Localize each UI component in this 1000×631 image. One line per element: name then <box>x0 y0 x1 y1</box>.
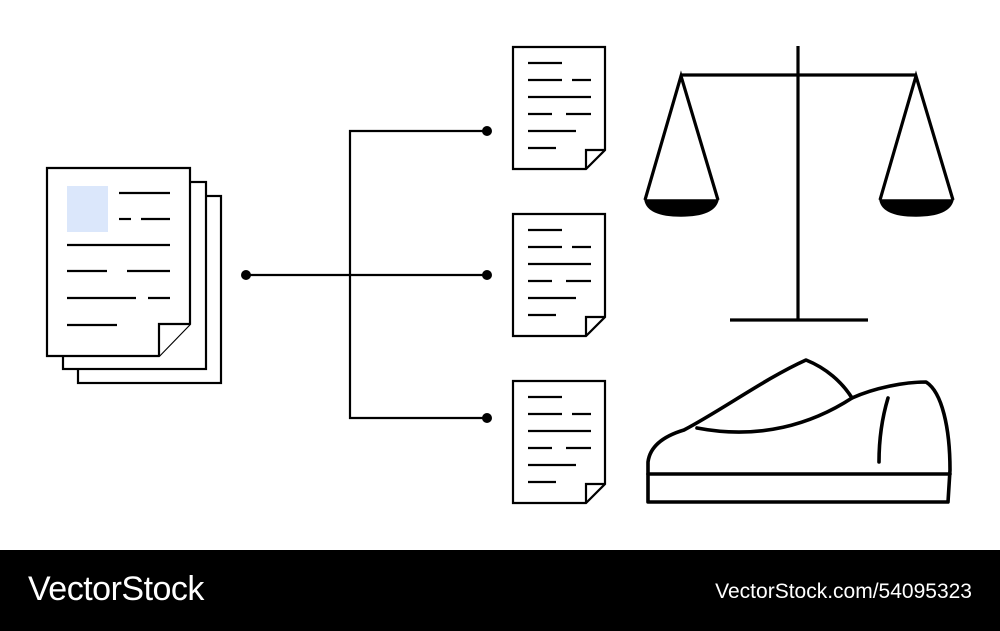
connector-end-dot-top <box>482 126 492 136</box>
document-icon <box>511 45 607 171</box>
document-icon <box>511 379 607 505</box>
connector-end-dot-middle <box>482 270 492 280</box>
stack-image-block <box>67 186 108 232</box>
stack-text-lines <box>67 191 170 327</box>
image-id-label: VectorStock.com/54095323 <box>715 580 972 603</box>
branch-connector-icon <box>241 126 492 423</box>
illustration-svg <box>45 45 955 505</box>
document-stack-icon <box>45 166 223 385</box>
scale-right-chains <box>878 70 955 201</box>
balance-scale-icon <box>643 46 955 322</box>
vectorstock-logo[interactable]: VectorStock <box>28 570 204 608</box>
scale-left-chains <box>643 70 720 201</box>
illustration <box>45 45 955 505</box>
scale-left-pan <box>644 199 719 217</box>
shoe-outline <box>646 358 952 504</box>
scale-right-pan <box>879 199 954 217</box>
connector-branches <box>348 129 487 420</box>
stack-page-fold <box>157 322 190 356</box>
shoe-icon <box>646 358 952 504</box>
connector-start-dot <box>241 270 251 280</box>
connector-end-dot-bottom <box>482 413 492 423</box>
shoe-heel-seam <box>877 396 890 464</box>
shoe-tongue-line <box>695 396 854 434</box>
document-icon <box>511 212 607 338</box>
footer-bar: VectorStock VectorStock.com/54095323 <box>0 550 1000 631</box>
